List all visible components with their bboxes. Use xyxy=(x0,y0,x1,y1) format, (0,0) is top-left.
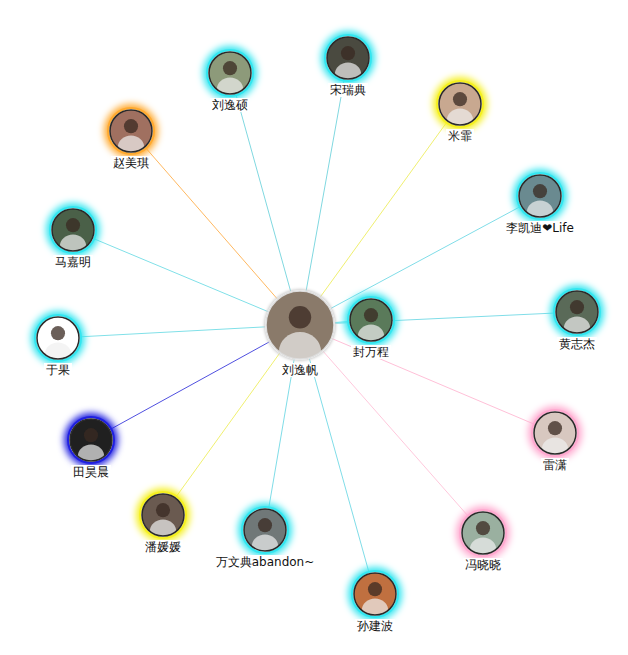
person-node: 赵美琪 xyxy=(109,109,153,170)
person-node: 万文典abandon~ xyxy=(214,508,317,569)
avatar-image xyxy=(518,174,562,218)
person-node: 封万程 xyxy=(349,298,393,359)
person-node: 宋瑞典 xyxy=(326,36,370,97)
person-name: 刘逸硕 xyxy=(210,98,250,112)
avatar-image xyxy=(141,493,185,537)
person-name: 黄志杰 xyxy=(557,337,597,351)
avatar-image xyxy=(36,316,80,360)
avatar-image xyxy=(438,82,482,126)
avatar-image xyxy=(353,572,397,616)
person-name: 刘逸帆 xyxy=(280,363,320,377)
person-name: 马嘉明 xyxy=(53,255,93,269)
friend-link xyxy=(321,122,448,297)
avatar-image xyxy=(51,208,95,252)
avatar-photo xyxy=(51,208,95,252)
avatar-image xyxy=(109,109,153,153)
person-name: 雷潇 xyxy=(541,458,569,472)
avatar-photo xyxy=(533,411,577,455)
person-node: 刘逸帆 xyxy=(265,290,335,377)
friend-link xyxy=(176,353,280,497)
avatar-image xyxy=(349,298,393,342)
friend-link xyxy=(306,80,344,291)
person-name: 孙建波 xyxy=(355,619,395,633)
person-name: 潘媛媛 xyxy=(143,540,183,554)
avatar-photo xyxy=(109,109,153,153)
avatar-photo xyxy=(349,298,393,342)
avatar-photo xyxy=(208,51,252,95)
person-node: 黄志杰 xyxy=(555,290,599,351)
person-node: 于果 xyxy=(36,316,80,377)
person-name: 宋瑞典 xyxy=(328,83,368,97)
avatar-photo xyxy=(141,493,185,537)
friend-link xyxy=(323,351,468,516)
friend-link xyxy=(110,342,269,430)
avatar-photo xyxy=(461,511,505,555)
person-name: 封万程 xyxy=(351,345,391,359)
avatar-image xyxy=(555,290,599,334)
avatar-photo xyxy=(353,572,397,616)
person-node: 田昊晨 xyxy=(69,418,113,479)
friend-link xyxy=(309,359,369,573)
avatar-image xyxy=(326,36,370,80)
friend-link xyxy=(145,148,277,299)
person-node: 孙建波 xyxy=(353,572,397,633)
avatar-photo xyxy=(69,418,113,462)
person-name: 田昊晨 xyxy=(71,465,111,479)
avatar-photo xyxy=(518,174,562,218)
person-name: 万文典abandon~ xyxy=(214,555,317,569)
person-node: 潘媛媛 xyxy=(141,493,185,554)
friend-link xyxy=(332,339,535,425)
avatar-photo xyxy=(555,290,599,334)
person-name: 米霏 xyxy=(446,129,474,143)
avatar-image xyxy=(208,51,252,95)
friend-link xyxy=(93,238,267,311)
avatar-photo xyxy=(265,290,335,360)
person-node: 刘逸硕 xyxy=(208,51,252,112)
person-node: 雷潇 xyxy=(533,411,577,472)
avatar-photo xyxy=(36,316,80,360)
friend-link xyxy=(80,327,265,337)
person-name: 于果 xyxy=(44,363,72,377)
avatar-image xyxy=(265,290,335,360)
friend-link xyxy=(269,360,294,509)
person-node: 李凯迪❤Life xyxy=(504,174,576,235)
avatar-image xyxy=(69,418,113,462)
person-node: 冯晓晓 xyxy=(461,511,505,572)
avatar-photo xyxy=(326,36,370,80)
avatar-photo xyxy=(243,508,287,552)
avatar-image xyxy=(243,508,287,552)
person-name: 赵美琪 xyxy=(111,156,151,170)
avatar-image xyxy=(533,411,577,455)
person-node: 米霏 xyxy=(438,82,482,143)
friend-link xyxy=(331,206,521,308)
avatar-photo xyxy=(438,82,482,126)
person-name: 冯晓晓 xyxy=(463,558,503,572)
person-node: 马嘉明 xyxy=(51,208,95,269)
avatar-image xyxy=(461,511,505,555)
friend-link xyxy=(236,94,291,291)
person-name: 李凯迪❤Life xyxy=(504,221,576,235)
